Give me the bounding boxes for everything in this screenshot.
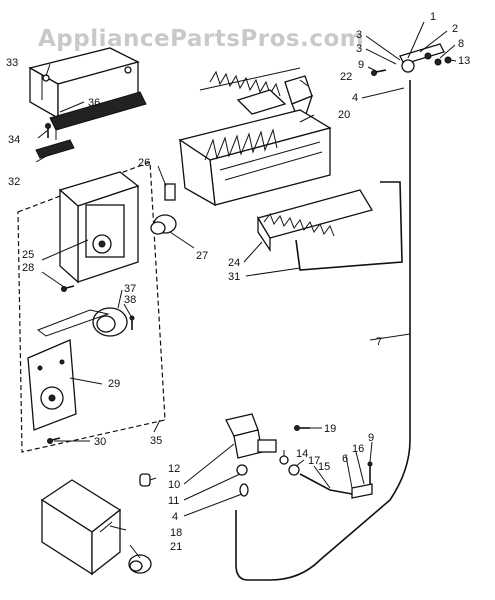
callout-1: 1: [430, 11, 436, 23]
motor-screw: [129, 315, 135, 330]
harness-clip: [35, 139, 75, 159]
plate-screw: [47, 437, 61, 444]
callout-6: 6: [342, 453, 348, 465]
control-box: [17, 161, 166, 453]
callout-22: 22: [340, 71, 352, 83]
callout-14: 14: [296, 448, 308, 460]
valve-fittings: [239, 455, 300, 497]
callout-38: 38: [124, 294, 136, 306]
callout-17: 17: [308, 455, 320, 467]
callout-26: 26: [138, 157, 150, 169]
water-tube: [235, 80, 411, 581]
drive-motor: [92, 307, 128, 337]
drive-gear: [150, 214, 177, 235]
callout-25: 25: [22, 249, 34, 261]
callout-30: 30: [94, 436, 106, 448]
callout-34: 34: [8, 134, 20, 146]
valve-screw: [294, 425, 310, 431]
front-cover: [40, 479, 122, 576]
shutoff-arm: [295, 181, 403, 271]
callout-24: 24: [228, 257, 240, 269]
switch-clip: [164, 183, 176, 201]
callout-9b: 9: [368, 432, 374, 444]
leader-lines: [35, 21, 457, 559]
fill-cup: [284, 75, 314, 115]
callout-27: 27: [196, 250, 208, 262]
callout-31: 31: [228, 271, 240, 283]
mold-top-cover: [236, 89, 287, 115]
callout-19: 19: [324, 423, 336, 435]
callout-13: 13: [458, 55, 470, 67]
callout-11: 11: [168, 495, 179, 507]
callout-33: 33: [6, 57, 18, 69]
ice-mold: [178, 109, 332, 207]
callout-7: 7: [376, 336, 382, 348]
callout-9a: 9: [358, 59, 364, 71]
heater-element: [49, 91, 147, 140]
callout-37: 37: [124, 283, 136, 295]
callout-28: 28: [22, 262, 34, 274]
callout-36: 36: [88, 97, 100, 109]
callout-21: 21: [170, 541, 182, 553]
tube-clamp: [367, 461, 373, 484]
watermark: AppliancePartsPros.com: [38, 26, 364, 52]
callout-labels: 1 2 3 3 8 9 13 33 36 34 32 22 4 20 26 25…: [6, 11, 470, 553]
cover-knob: [128, 554, 152, 574]
callout-12: 12: [168, 463, 180, 475]
callout-29: 29: [108, 378, 120, 390]
callout-2: 2: [452, 23, 458, 35]
callout-20: 20: [338, 109, 350, 121]
callout-15: 15: [318, 461, 330, 473]
support-plate: [27, 339, 77, 431]
callout-32: 32: [8, 176, 20, 188]
callout-4a: 4: [352, 92, 358, 104]
fill-tube-screw: [371, 69, 387, 76]
callout-35: 35: [150, 435, 162, 447]
callout-3b: 3: [356, 43, 362, 55]
valve-tube: [299, 473, 373, 499]
water-valve: [225, 413, 277, 476]
motor-outline: [36, 309, 110, 337]
fill-tube: [399, 43, 452, 73]
callout-3a: 3: [356, 29, 362, 41]
callout-4b: 4: [172, 511, 178, 523]
housing-screw: [61, 285, 75, 292]
grommet: [139, 473, 151, 487]
motor-housing: [58, 171, 140, 284]
callout-8: 8: [458, 38, 464, 50]
callout-10: 10: [168, 479, 180, 491]
callout-16: 16: [352, 443, 364, 455]
bracket-screw: [45, 123, 51, 138]
callout-18: 18: [170, 527, 182, 539]
stripper-plate: [257, 189, 373, 253]
